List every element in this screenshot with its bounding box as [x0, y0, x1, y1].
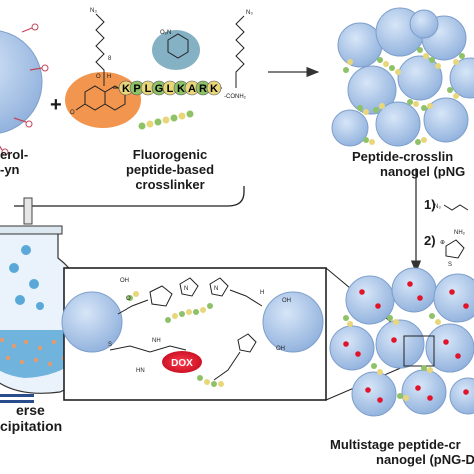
amide-n-label: H [107, 74, 111, 80]
crosslinker-label-line3: crosslinker [135, 176, 205, 192]
peg-repeat-label: 8 [108, 56, 112, 62]
amide-o-label: O [96, 74, 101, 80]
syringe-needle [23, 197, 33, 225]
inverse-precipitation-label: erse cipitation [0, 402, 62, 434]
peptide-sequence: K P L G L K A R K [118, 80, 222, 96]
zoom-s-label: S [108, 342, 112, 348]
zoom-h-label: H [260, 290, 264, 296]
inverse-label-line2: cipitation [0, 418, 63, 435]
plus-sign: + [50, 94, 62, 116]
inverse-label-line1: erse [16, 402, 45, 418]
zoom-oh-label: OH [120, 278, 129, 284]
glycerol-sphere [0, 23, 49, 156]
residue-letter: K [177, 83, 185, 95]
bead-chain-icon [138, 110, 194, 130]
zoom-n-label: N [214, 286, 218, 292]
bracket-line [14, 186, 245, 207]
drug-dots [343, 281, 469, 403]
peptide-crosslinker-structure: K P L G L K A R K -CONH₂ N₃ N₃ 8 O₂N H O… [65, 8, 253, 130]
zoom-oh-label: OH [276, 346, 285, 352]
multistage-label-line2: nanogel (pNG-D [376, 451, 474, 467]
crosslinker-label-line2: peptide-based [125, 161, 215, 177]
reagent1-azide: N₃ [434, 204, 441, 210]
nanogel-label: Peptide-crosslin nanogel (pNG [352, 149, 466, 180]
crosslink-beads [343, 47, 465, 145]
step2-label: 2) [424, 233, 436, 248]
reagent2-sulfur: S [448, 262, 452, 268]
zoom-hn-label: HN [136, 368, 145, 374]
crosslinker-label-line1: Fluorogenic [132, 147, 208, 162]
residue-letter: K [210, 83, 218, 95]
nanogel-label-line2: nanogel (pNG [380, 163, 466, 179]
reagent-structures: N₃ NH₂ ⊕ S [434, 204, 469, 268]
residue-letter: K [122, 83, 130, 95]
dox-label: DOX [171, 358, 193, 369]
dox-drug-badge [162, 351, 202, 373]
residue-letter: G [155, 83, 164, 95]
reagent2-amine: NH₂ [454, 230, 466, 236]
residue-letter: R [199, 83, 207, 95]
coumarin-highlight [65, 72, 141, 128]
zoom-bead-chain [127, 291, 224, 387]
residue-letter: L [145, 83, 152, 95]
zoom-nh-label: NH [152, 338, 161, 344]
zoom-region-marker [403, 335, 435, 367]
glycerol-label-line1: erol- [0, 147, 29, 162]
residue-letter: A [188, 83, 196, 95]
residue-letter: L [167, 83, 174, 95]
c-terminus-label: -CONH₂ [224, 94, 247, 100]
nanogel-cluster-top [331, 7, 474, 147]
nitro-label: O₂N [160, 30, 171, 36]
azide-right-label: N₃ [246, 10, 253, 16]
nanogel-label-line1: Peptide-crosslin [352, 149, 454, 164]
crosslink-beads-bottom [343, 313, 441, 401]
azide-left-label: N₃ [90, 8, 97, 14]
coumarin-o-label: O [70, 110, 75, 116]
multistage-label-line1: Multistage peptide-cr [330, 437, 461, 452]
crosslinker-label: Fluorogenic peptide-based crosslinker [100, 147, 240, 193]
nitrophenyl-highlight [152, 30, 200, 70]
multistage-label: Multistage peptide-cr nanogel (pNG-D [330, 437, 474, 468]
peptide-residue [206, 80, 222, 96]
step1-label: 1) [424, 197, 436, 212]
zoom-n-label: N [184, 286, 188, 292]
zoom-oh-label: OH [282, 298, 291, 304]
nanogel-cluster-bottom [329, 267, 474, 417]
zoom-box: DOX OH OH OH N N S NH HN O H [61, 267, 327, 401]
glycerol-label-line2: -yn [0, 161, 20, 177]
glycerol-label: erol- -yn [0, 147, 29, 178]
reagent2-charge: ⊕ [440, 240, 445, 246]
zoom-o-label: O [126, 296, 131, 302]
residue-letter: P [133, 83, 140, 95]
